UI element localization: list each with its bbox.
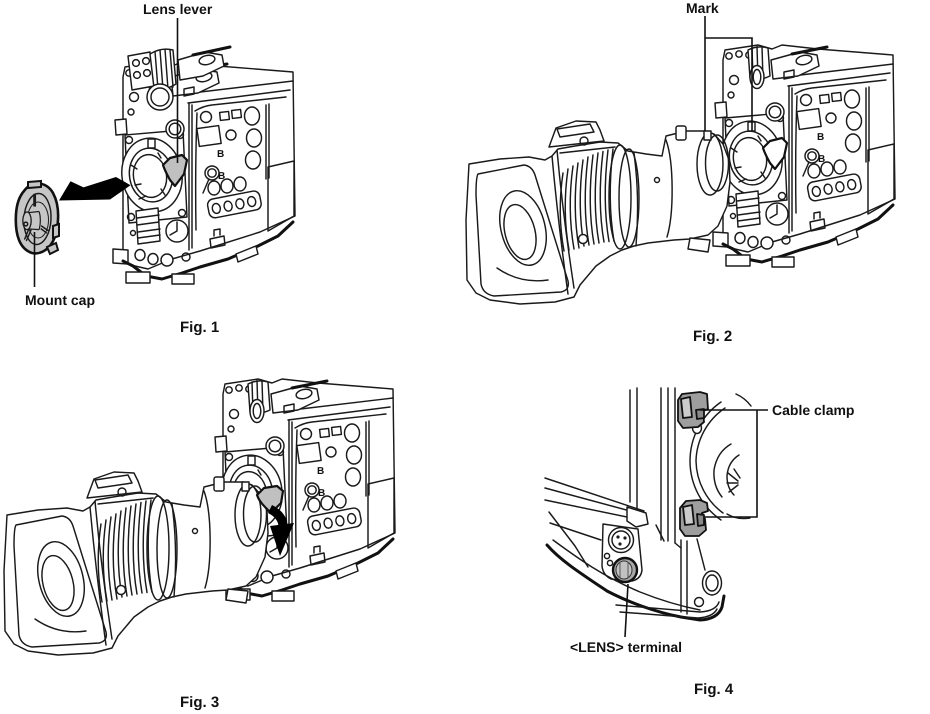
svg-text:Fig. 1: Fig. 1 bbox=[180, 319, 219, 336]
svg-text:Lens lever: Lens lever bbox=[143, 1, 213, 17]
svg-text:Fig. 3: Fig. 3 bbox=[180, 694, 219, 711]
svg-text:Mount cap: Mount cap bbox=[25, 292, 95, 308]
svg-text:<LENS> terminal: <LENS> terminal bbox=[570, 639, 682, 655]
svg-text:Mark: Mark bbox=[686, 0, 719, 16]
svg-text:Cable clamp: Cable clamp bbox=[772, 402, 854, 418]
svg-text:Fig. 4: Fig. 4 bbox=[694, 681, 734, 698]
svg-text:Fig. 2: Fig. 2 bbox=[693, 328, 732, 345]
